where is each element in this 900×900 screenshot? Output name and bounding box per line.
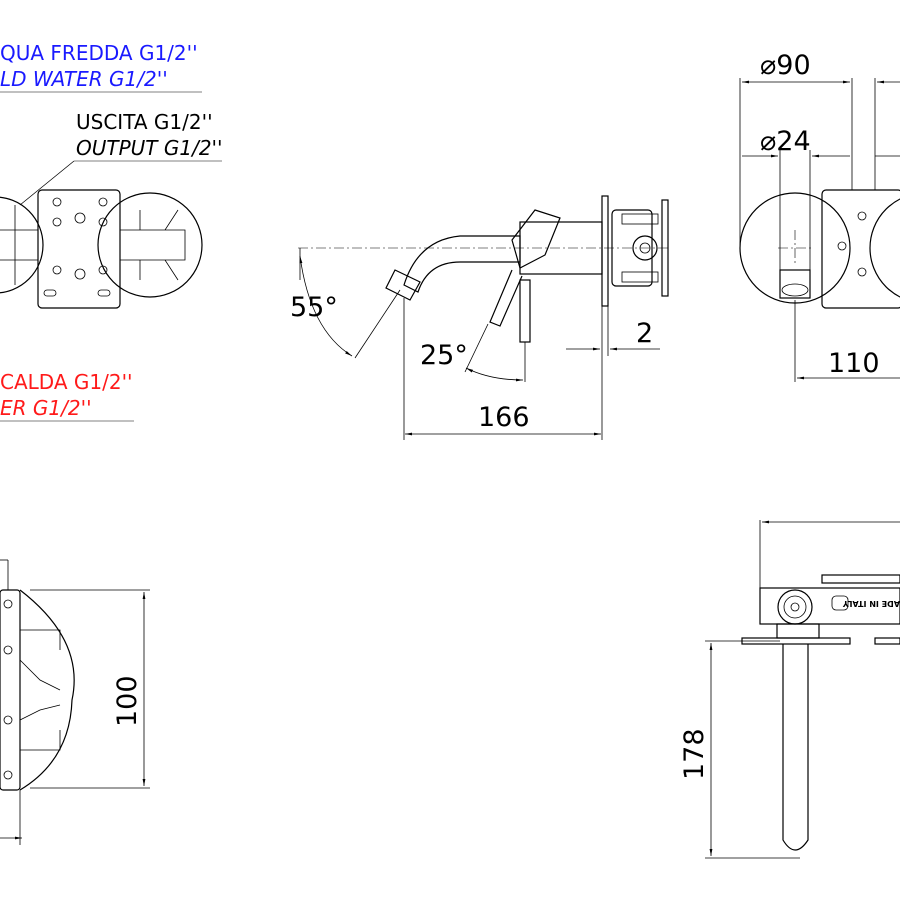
svg-text:178: 178 — [679, 728, 710, 780]
svg-text:2: 2 — [636, 318, 653, 349]
svg-text:55°: 55° — [290, 292, 338, 323]
svg-text:110: 110 — [828, 348, 880, 379]
angle-55-dimension: 55° — [290, 248, 401, 359]
diameter-24-dimension: ⌀24 — [742, 126, 900, 270]
dimension-100: 100 — [30, 589, 150, 789]
svg-text:LD WATER G1/2'': LD WATER G1/2'' — [0, 67, 168, 91]
svg-text:ER G1/2'': ER G1/2'' — [0, 396, 92, 420]
svg-text:OUTPUT G1/2'': OUTPUT G1/2'' — [76, 136, 223, 160]
side-view-faucet — [298, 195, 670, 343]
angle-25-dimension: 25° — [420, 323, 526, 382]
bottom-right-view: ADE IN ITALY — [741, 520, 900, 851]
svg-text:166: 166 — [478, 402, 530, 433]
bottom-left-view — [0, 559, 75, 845]
output-label: USCITA G1/2'' OUTPUT G1/2'' — [19, 110, 223, 206]
svg-text:100: 100 — [112, 675, 143, 727]
svg-text:⌀90: ⌀90 — [760, 50, 811, 81]
dimension-2: 2 — [566, 306, 660, 440]
cold-water-label: QUA FREDDA G1/2'' LD WATER G1/2'' — [0, 41, 202, 93]
svg-text:QUA FREDDA G1/2'': QUA FREDDA G1/2'' — [0, 41, 198, 65]
front-view-valve-body — [0, 189, 203, 309]
svg-text:25°: 25° — [420, 340, 468, 371]
svg-text:⌀24: ⌀24 — [760, 126, 811, 157]
svg-text:CALDA G1/2'': CALDA G1/2'' — [0, 370, 133, 394]
dimension-110: 110 — [794, 300, 900, 382]
diameter-90-dimension: ⌀90 — [739, 50, 900, 248]
svg-text:USCITA G1/2'': USCITA G1/2'' — [76, 110, 213, 134]
dimension-178: 178 — [679, 640, 800, 859]
dimension-166: 166 — [403, 298, 601, 440]
front-view-right — [739, 189, 900, 309]
svg-text:ADE IN ITALY: ADE IN ITALY — [843, 599, 900, 608]
hot-water-label: CALDA G1/2'' ER G1/2'' — [0, 370, 134, 422]
